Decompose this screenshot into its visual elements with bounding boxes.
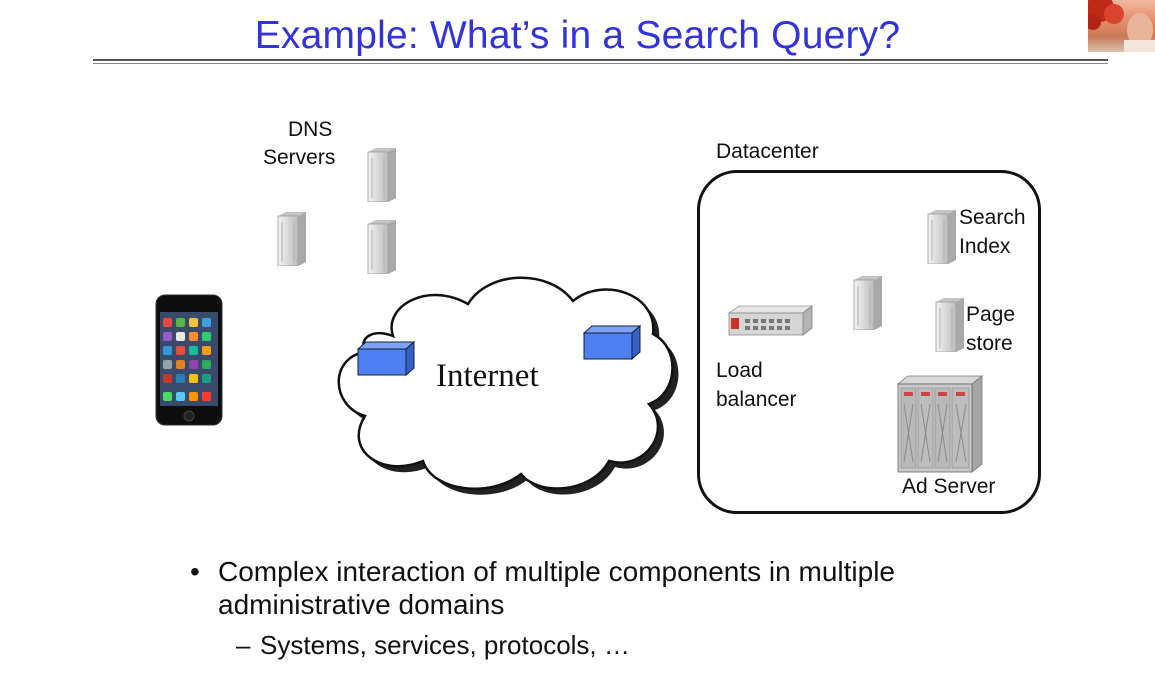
bullet-text-line1: Complex interaction of multiple componen… (218, 556, 895, 587)
bullet-dot-icon: • (190, 556, 200, 587)
dns-label-line2: Servers (263, 146, 336, 169)
datacenter-label: Datacenter (716, 140, 819, 163)
title-rule-secondary (93, 63, 1108, 64)
bullet-item: • Complex interaction of multiple compon… (190, 555, 1038, 621)
load-balancer-label-line1: Load (716, 359, 763, 382)
bullet-text-line2: administrative domains (218, 589, 505, 620)
title-rule (93, 59, 1108, 61)
sub-bullet-text: Systems, services, protocols, … (260, 630, 630, 660)
server-icon (934, 298, 966, 352)
presenter-video-thumbnail (1088, 0, 1155, 52)
search-index-label-line2: Index (959, 235, 1011, 258)
datacenter-boundary (697, 170, 1041, 514)
internet-label: Internet (436, 358, 539, 394)
load-balancer-icon (727, 305, 814, 336)
page-store-label-line1: Page (966, 303, 1016, 326)
server-icon (852, 276, 884, 330)
server-icon (366, 148, 398, 202)
server-icon (926, 210, 958, 264)
server-rack-cabinet-icon (896, 375, 984, 473)
dns-label-line1: DNS (288, 118, 333, 141)
slide-title: Example: What’s in a Search Query? (254, 14, 901, 57)
smartphone-icon (155, 294, 223, 426)
router-box-icon (582, 324, 642, 361)
load-balancer-label-line2: balancer (716, 388, 797, 411)
page-store-label-line2: store (966, 332, 1013, 355)
sub-bullet-item: – Systems, services, protocols, … (236, 629, 1038, 662)
dash-icon: – (236, 630, 251, 660)
server-icon (276, 212, 308, 266)
bullet-list: • Complex interaction of multiple compon… (190, 555, 1038, 662)
presenter-video-icon (1088, 0, 1155, 52)
search-index-label-line1: Search (959, 206, 1026, 229)
ad-server-label: Ad Server (902, 475, 996, 498)
router-box-icon (356, 340, 416, 377)
